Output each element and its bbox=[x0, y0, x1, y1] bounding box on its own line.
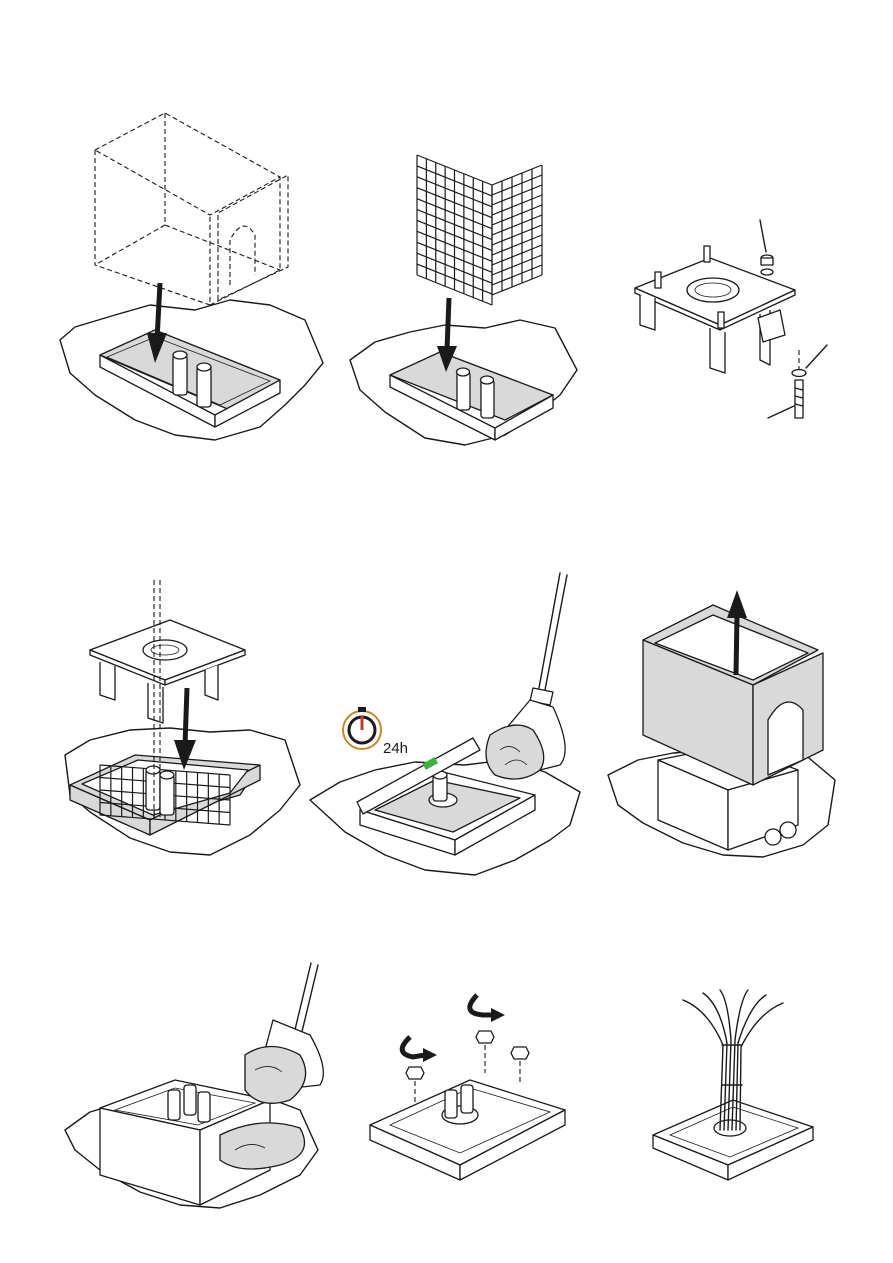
shovel-with-concrete bbox=[486, 573, 567, 779]
cable-bundle bbox=[683, 990, 783, 1130]
step-1-formwork-placement bbox=[55, 105, 330, 450]
rotate-arrow-icon bbox=[402, 995, 505, 1062]
step-7-backfill bbox=[60, 960, 325, 1210]
timer-label: 24h bbox=[383, 740, 408, 757]
anchor-plate bbox=[90, 620, 245, 723]
step-9-cables bbox=[648, 985, 823, 1195]
formwork-outline bbox=[95, 113, 288, 305]
step-6-remove-formwork bbox=[603, 585, 843, 865]
shovel-with-soil bbox=[220, 963, 323, 1169]
step-4-plate-into-formwork bbox=[60, 580, 310, 860]
bolt bbox=[768, 345, 827, 418]
rebar-cage bbox=[417, 155, 542, 305]
step-8-tighten-nuts bbox=[365, 985, 575, 1195]
timer-group: 24h bbox=[343, 707, 408, 757]
stopwatch-icon bbox=[343, 707, 381, 749]
nut-washer bbox=[760, 220, 773, 275]
step-2-rebar-cage bbox=[345, 150, 580, 450]
step-5-pour-and-level: 24h bbox=[305, 570, 590, 880]
step-3-anchor-plate bbox=[630, 210, 840, 430]
